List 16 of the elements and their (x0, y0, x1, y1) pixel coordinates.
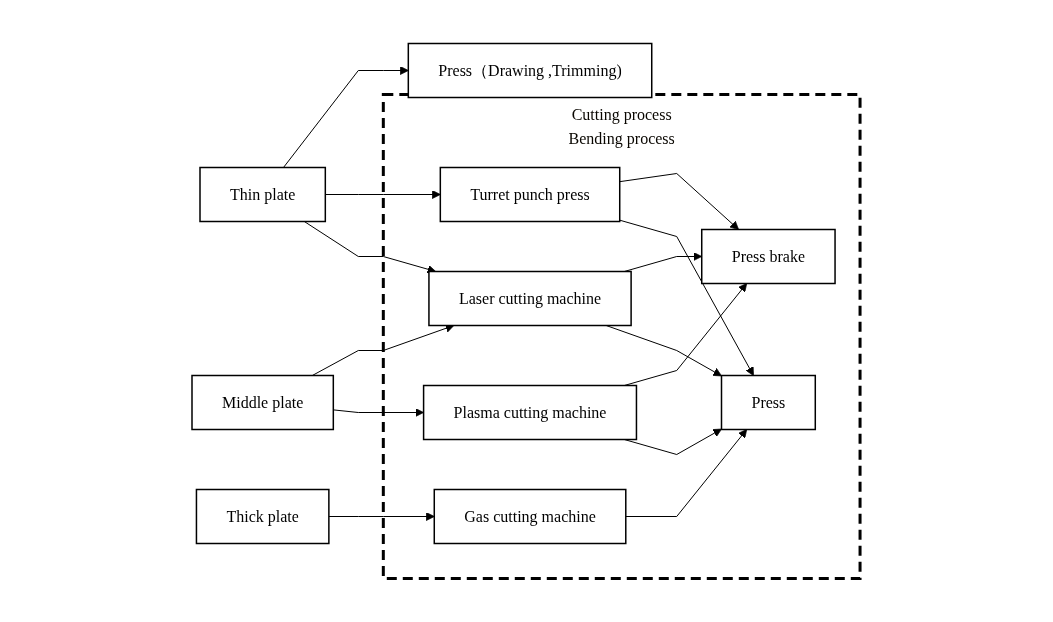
node-box: Middle plate (191, 374, 335, 431)
arrow (606, 325, 723, 377)
node-box: Thick plate (196, 488, 331, 545)
arrow (312, 324, 455, 376)
node-box: Laser cutting machine (428, 270, 633, 327)
node-box: Gas cutting machine (434, 488, 627, 545)
node-box: Press brake (701, 228, 837, 285)
arrow (333, 408, 425, 417)
node-box: Thin plate (199, 166, 327, 223)
node-box: Press (721, 374, 817, 431)
node-box: Turret punch press (440, 166, 621, 223)
arrow (304, 221, 437, 274)
node-box: Plasma cutting machine (423, 384, 638, 441)
node-box: Press（Drawing ,Trimming) (408, 42, 653, 99)
arrow (625, 429, 748, 517)
arrow (619, 219, 755, 376)
